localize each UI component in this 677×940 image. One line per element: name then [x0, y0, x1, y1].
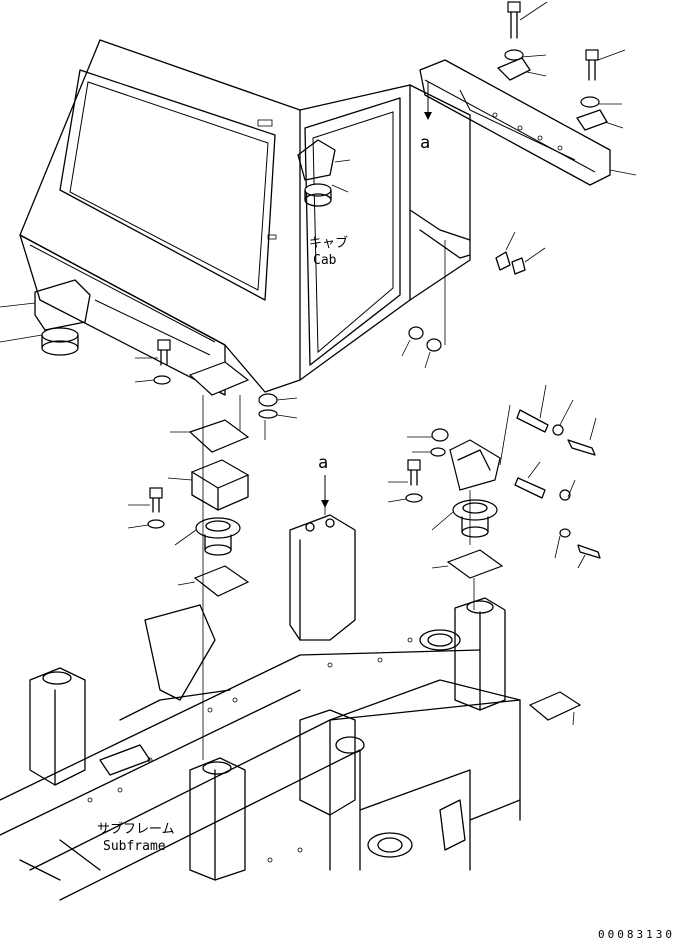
cab-label-en: Cab: [313, 253, 337, 268]
drawing-code: 00083130: [598, 928, 675, 940]
reference-a-bottom: a: [318, 453, 328, 473]
cab-front-left-mount: [0, 279, 91, 356]
top-fasteners: [497, 1, 626, 131]
rear-bracket-assembly: [419, 59, 637, 186]
subframe-label-en: Subframe: [103, 839, 166, 854]
cab-nut: [258, 393, 298, 419]
reference-a-top: a: [420, 133, 430, 153]
rear-right-mount-stack: [387, 384, 601, 579]
subframe-label-jp: サブフレーム: [97, 821, 175, 837]
bushings: [401, 231, 546, 369]
subframe-assembly: [0, 495, 582, 901]
cab-label-jp: キャブ: [309, 235, 348, 251]
reference-arrow-lower: [321, 475, 329, 508]
front-left-mount-stack: [127, 339, 266, 760]
cab-rear-mount: [297, 139, 351, 207]
cab-assembly: [19, 39, 471, 396]
